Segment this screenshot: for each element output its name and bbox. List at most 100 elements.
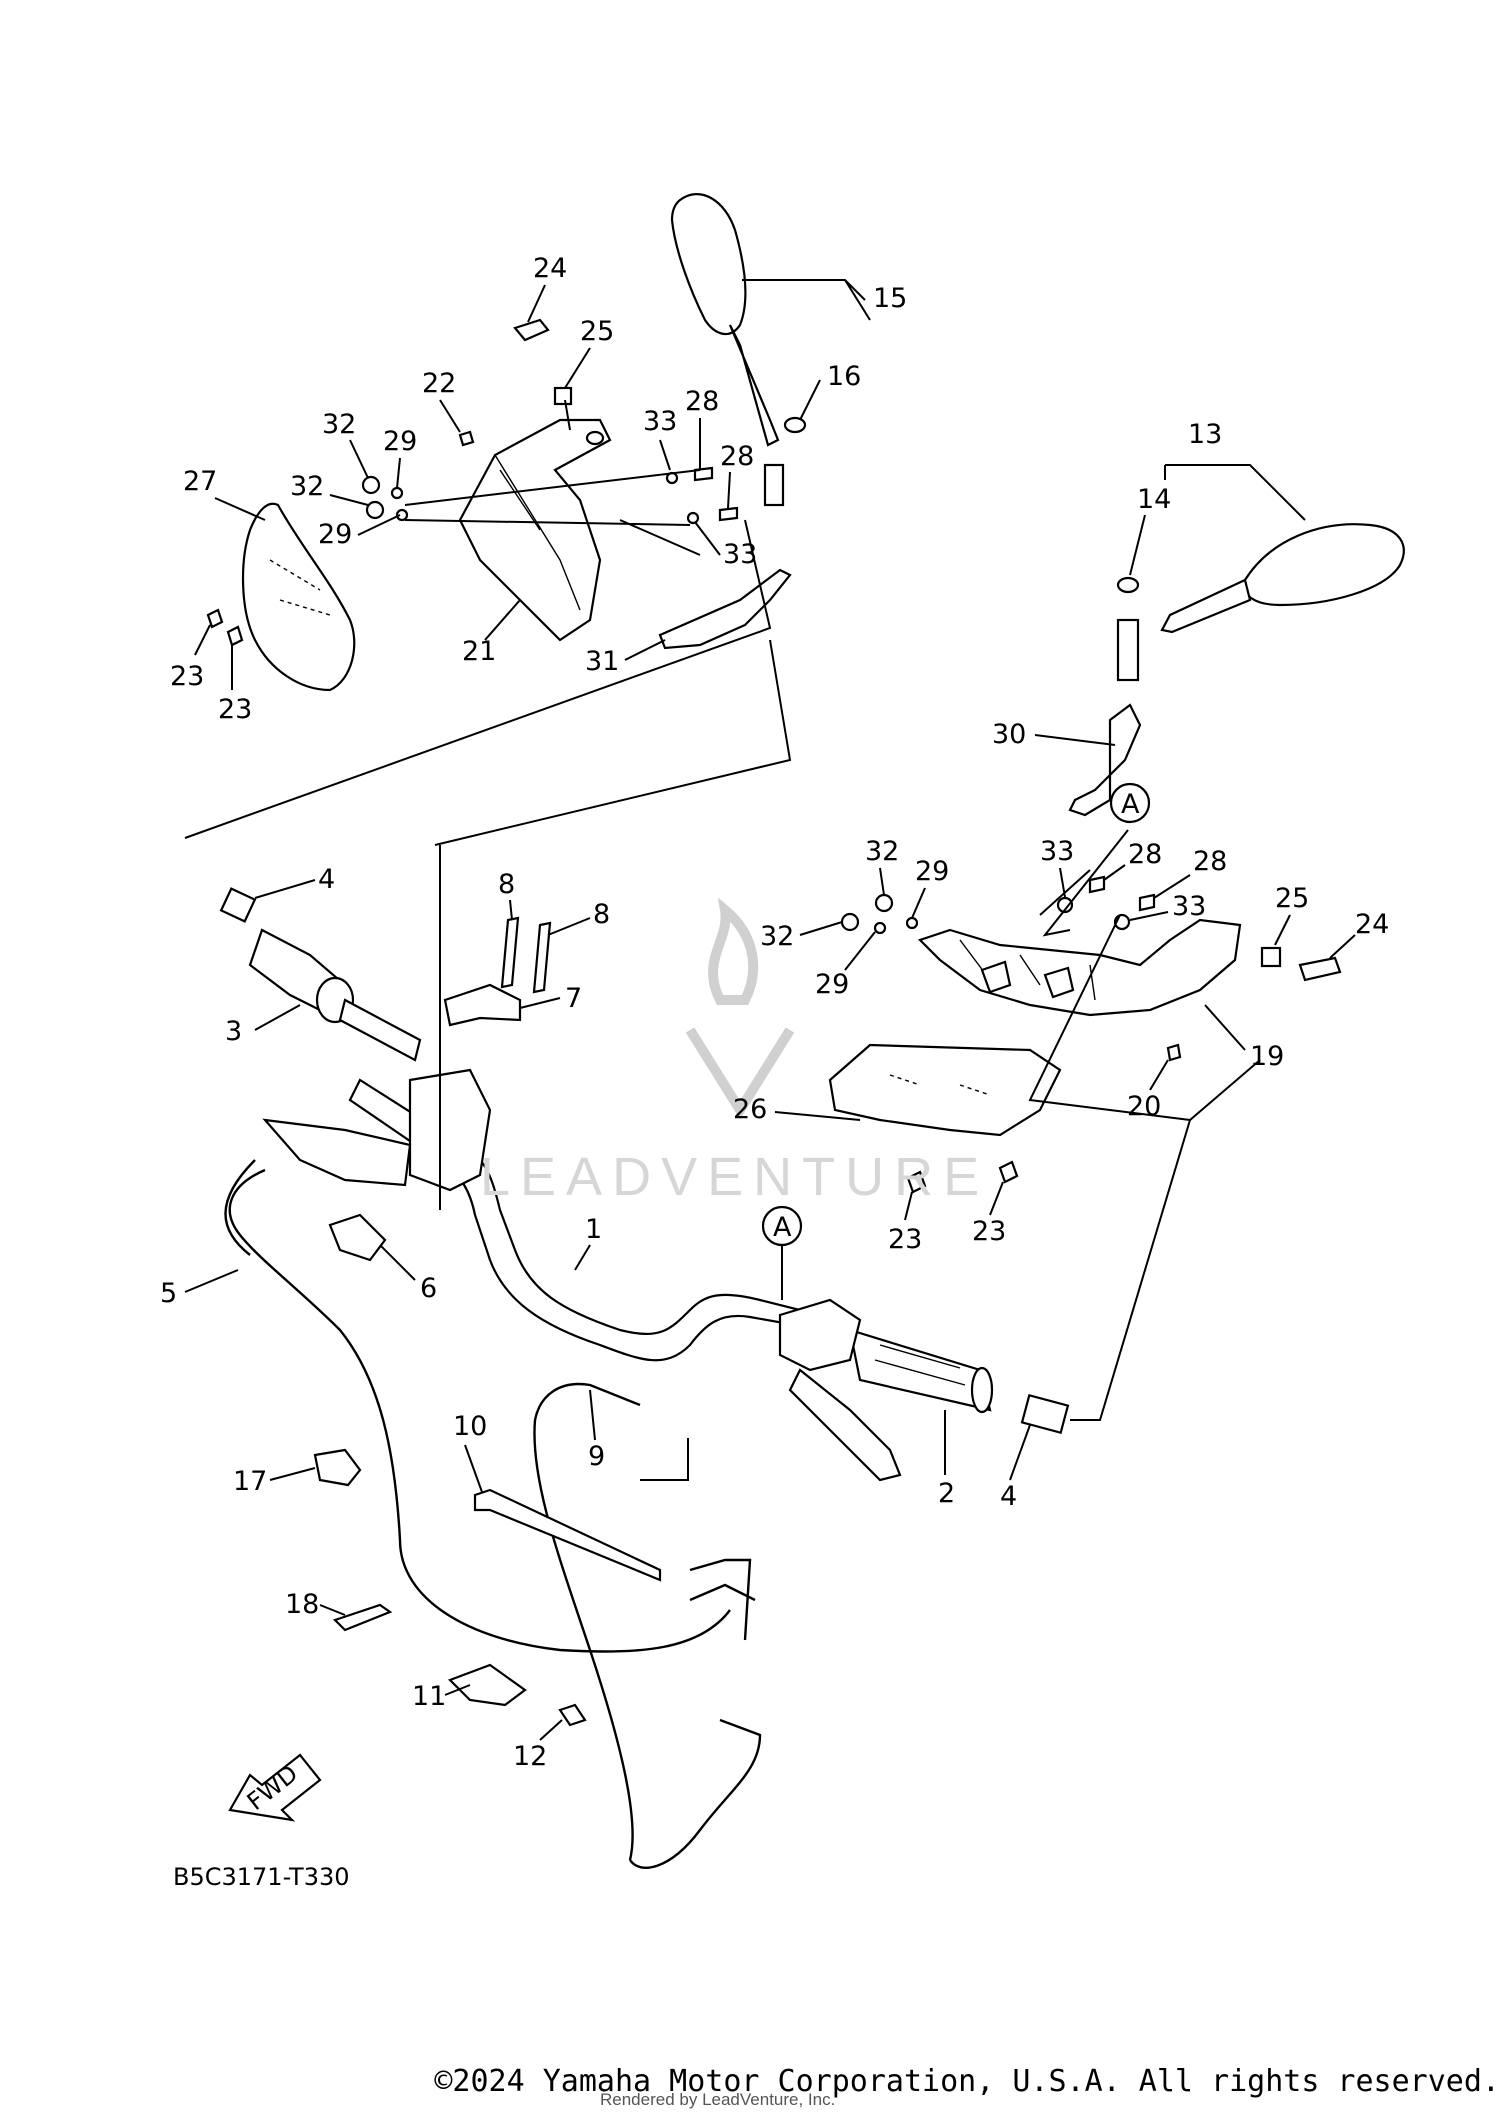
callout-28-b: 28 <box>720 441 754 472</box>
callout-31: 31 <box>585 646 619 677</box>
diagram-code: B5C3171-T330 <box>173 1863 350 1891</box>
part-29-collar <box>395 508 409 522</box>
part-28-screw <box>718 506 739 522</box>
part-14-mirror-mount <box>1116 618 1140 682</box>
part-31-bracket <box>658 568 792 650</box>
callout-13: 13 <box>1188 419 1222 450</box>
callout-25-left: 25 <box>580 316 614 347</box>
part-30-bracket <box>1068 703 1142 817</box>
right-handguard-assembly <box>828 523 1405 1194</box>
handlebar-assembly <box>184 519 1261 1869</box>
part-15-mirror <box>670 193 747 336</box>
callout-3: 3 <box>225 1016 242 1047</box>
callout-33-d: 33 <box>1172 891 1206 922</box>
callout-11: 11 <box>412 1681 446 1712</box>
part-2-grip <box>848 1328 992 1412</box>
part-5-clutch-cable <box>228 1168 731 1653</box>
callout-19: 19 <box>1250 1041 1284 1072</box>
callout-4-right: 4 <box>1000 1481 1017 1512</box>
callout-10: 10 <box>453 1411 487 1442</box>
part-19-window <box>980 960 1012 994</box>
part-8-bolt <box>532 921 552 994</box>
callout-2: 2 <box>938 1478 955 1509</box>
callout-23-d: 23 <box>972 1216 1006 1247</box>
callout-14: 14 <box>1137 484 1171 515</box>
part-12-bolt <box>558 1703 587 1727</box>
left-control-housing <box>408 1068 492 1192</box>
callout-16: 16 <box>827 361 861 392</box>
callout-23-b: 23 <box>218 694 252 725</box>
callout-32-a: 32 <box>322 409 356 440</box>
part-23-nut <box>998 1160 1019 1184</box>
part-21-handguard-bracket <box>458 418 612 642</box>
part-16-cap <box>783 416 807 434</box>
callout-24-right: 24 <box>1355 909 1389 940</box>
part-23-nut <box>906 1170 927 1194</box>
part-9-throttle-cable <box>533 1382 641 1861</box>
part-19-window <box>1043 966 1075 999</box>
watermark-text: LEADVENTURE <box>480 1147 990 1207</box>
right-control-housing <box>778 1298 862 1372</box>
copyright-notice: ©2024 Yamaha Motor Corporation, U.S.A. A… <box>434 2064 1500 2099</box>
callout-20: 20 <box>1127 1091 1161 1122</box>
part-32-screw <box>361 475 381 495</box>
callout-29-a: 29 <box>383 426 417 457</box>
part-29-collar <box>873 921 887 935</box>
part-4-bar-end <box>1020 1393 1070 1435</box>
callout-18: 18 <box>285 1589 319 1620</box>
callout-32-c: 32 <box>865 836 899 867</box>
part-7-clamp <box>443 983 522 1027</box>
part-8-bolt <box>500 916 520 989</box>
part-6-clip <box>328 1213 387 1262</box>
callout-12: 12 <box>513 1741 547 1772</box>
part-29-collar <box>905 916 919 930</box>
fwd-arrow-icon: FWD <box>228 1753 322 1822</box>
callout-26: 26 <box>733 1094 767 1125</box>
callout-17: 17 <box>233 1466 267 1497</box>
part-24-bolt <box>1298 956 1342 982</box>
callout-25-right: 25 <box>1275 883 1309 914</box>
left-handguard-assembly <box>206 193 807 692</box>
callout-9: 9 <box>588 1441 605 1472</box>
ref-a-lower-label: A <box>773 1212 792 1243</box>
callout-21: 21 <box>462 636 496 667</box>
part-11-bracket <box>448 1663 527 1707</box>
callout-labels: 1 2 3 4 4 5 6 7 8 8 9 10 11 12 13 14 15 … <box>160 253 1389 1772</box>
left-lever <box>262 1118 412 1187</box>
part-29-collar <box>390 486 404 500</box>
part-33-washer <box>686 511 700 525</box>
part-17-holder <box>313 1448 362 1487</box>
callout-28-d: 28 <box>1193 846 1227 877</box>
part-24-bolt <box>513 318 550 342</box>
part-16-mirror-mount <box>763 463 785 507</box>
callout-33-a: 33 <box>643 406 677 437</box>
callout-4-left: 4 <box>318 864 335 895</box>
callout-30: 30 <box>992 719 1026 750</box>
right-lever <box>788 1368 902 1482</box>
callout-15: 15 <box>873 283 907 314</box>
part-32-screw <box>840 912 860 932</box>
part-28-screw <box>1088 875 1106 894</box>
callout-8-lower: 8 <box>593 899 610 930</box>
callout-32-d: 32 <box>760 921 794 952</box>
part-20-nut <box>1166 1043 1182 1062</box>
callout-24-left: 24 <box>533 253 567 284</box>
callout-33-b: 33 <box>723 539 757 570</box>
callout-23-a: 23 <box>170 661 204 692</box>
part-27-handguard-cover <box>241 502 356 692</box>
part-23-nut <box>206 608 224 629</box>
part-14-cap <box>1116 576 1140 594</box>
callout-29-b: 29 <box>318 519 352 550</box>
ref-circle-a-upper <box>1109 782 1151 824</box>
part-23-nut <box>226 625 244 647</box>
part-4-bar-end <box>219 887 257 923</box>
callout-8-upper: 8 <box>498 869 515 900</box>
part-33-washer <box>1056 896 1074 914</box>
callout-7: 7 <box>565 983 582 1014</box>
callout-23-c: 23 <box>888 1224 922 1255</box>
part-2-grip-end <box>970 1366 994 1414</box>
callout-1: 1 <box>585 1214 602 1245</box>
rendered-by-note: Rendered by LeadVenture, Inc. <box>600 2090 836 2109</box>
part-32-screw <box>874 893 894 913</box>
